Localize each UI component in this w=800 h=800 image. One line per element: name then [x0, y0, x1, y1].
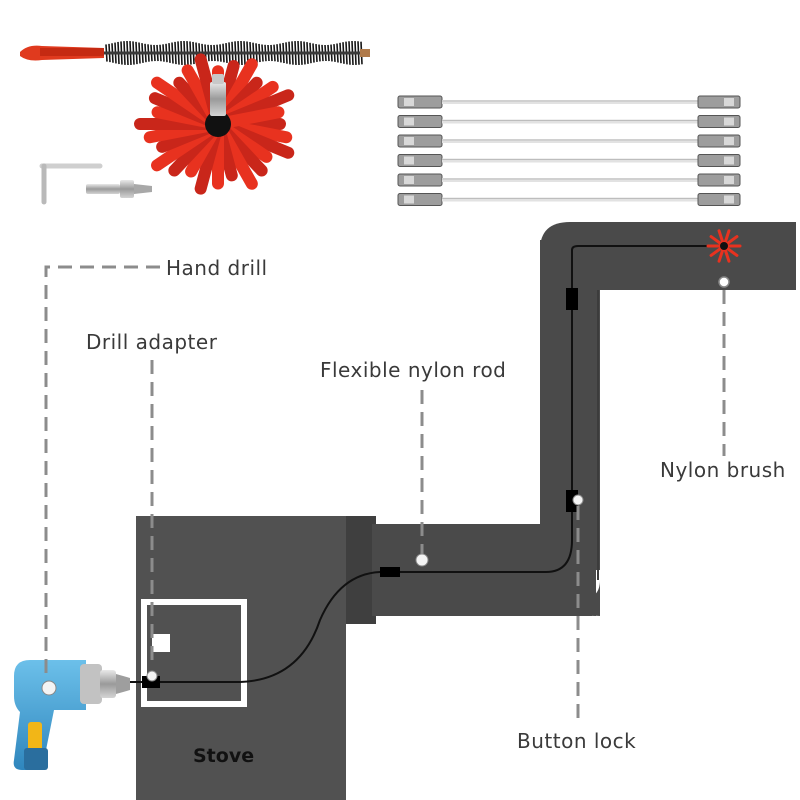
round-brush-icon [134, 53, 295, 195]
drill-adapter-label: Drill adapter [86, 330, 218, 354]
flexible-nylon-rod-label: Flexible nylon rod [320, 358, 506, 382]
nylon-brush-in-duct-icon [706, 229, 742, 263]
rod-connector [380, 567, 400, 577]
hand-drill-icon [13, 660, 130, 770]
rod-connector-upper [566, 288, 578, 310]
flexible-rods-bundle-icon [397, 95, 741, 206]
button-lock-marker [572, 494, 584, 506]
nylon-brush-marker [718, 276, 730, 288]
flexible-rod-path [128, 245, 724, 688]
nylon-brush-label: Nylon brush [660, 458, 786, 482]
chimney-duct [346, 222, 796, 624]
drill-adapter-marker [146, 670, 158, 682]
nylon-rod-marker [415, 553, 429, 567]
hand-drill-label: Hand drill [166, 256, 268, 280]
hex-key-icon [39, 163, 103, 205]
drill-adapter-icon [86, 180, 152, 198]
stove: Stove [136, 516, 346, 800]
long-brush-icon [20, 40, 370, 66]
button-lock-label: Button lock [517, 729, 636, 753]
stove-label: Stove [193, 745, 254, 767]
hand-drill-marker [41, 680, 57, 696]
